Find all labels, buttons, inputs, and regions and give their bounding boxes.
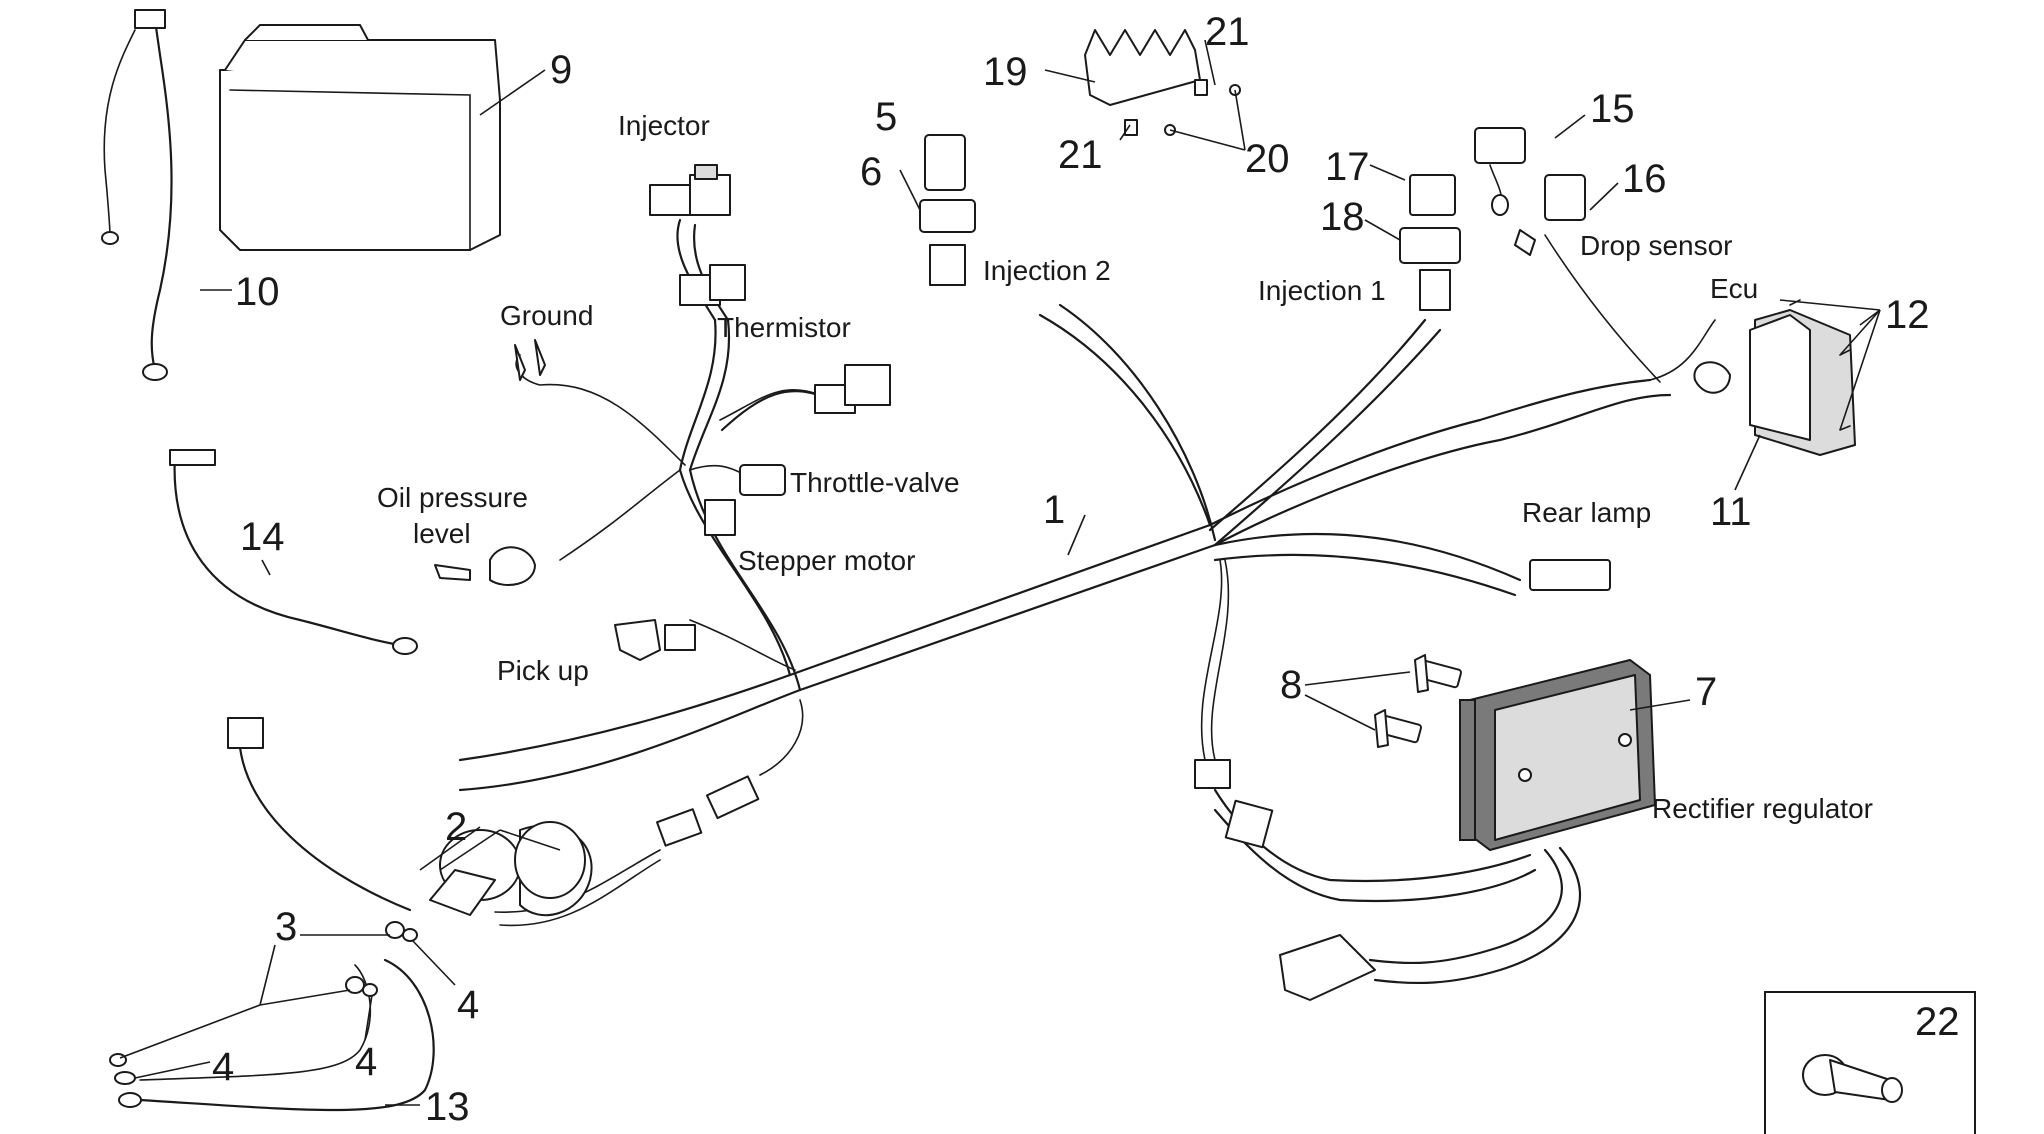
label-pick-up: Pick up xyxy=(497,655,589,686)
label-throttle-valve: Throttle-valve xyxy=(790,467,960,498)
callout-21-lower: 21 xyxy=(1058,133,1103,177)
callout-1: 1 xyxy=(1043,488,1065,532)
callout-22: 22 xyxy=(1915,1000,1960,1044)
stepper-motor-connector xyxy=(704,499,736,536)
ground-lead xyxy=(169,449,418,655)
label-ground: Ground xyxy=(500,300,593,331)
callout-4-left: 4 xyxy=(212,1045,234,1089)
callout-2: 2 xyxy=(445,805,467,849)
throttle-valve-connector xyxy=(739,464,786,496)
callout-5: 5 xyxy=(875,95,897,139)
label-rear-lamp: Rear lamp xyxy=(1522,497,1651,528)
leader-lines xyxy=(119,39,1881,1106)
starter-relay xyxy=(429,821,593,917)
callout-11: 11 xyxy=(1710,490,1752,534)
component-labels: Injector Thermistor Ground Throttle-valv… xyxy=(377,110,1873,824)
starter-leads xyxy=(109,717,435,1112)
label-thermistor: Thermistor xyxy=(717,312,851,343)
inset-box xyxy=(1764,991,1976,1134)
callout-18: 18 xyxy=(1320,195,1365,239)
thermistor-connector xyxy=(679,264,746,306)
callout-7: 7 xyxy=(1695,670,1717,714)
injector-connector xyxy=(649,164,731,216)
callout-13: 13 xyxy=(425,1085,470,1129)
label-injector: Injector xyxy=(618,110,710,141)
callout-6: 6 xyxy=(860,150,882,194)
callout-4-right: 4 xyxy=(457,983,479,1027)
callout-16: 16 xyxy=(1622,157,1667,201)
callout-14: 14 xyxy=(240,515,285,559)
callout-8: 8 xyxy=(1280,663,1302,707)
oil-pressure-sensor xyxy=(434,546,536,586)
callout-10: 10 xyxy=(235,270,280,314)
label-injection-1: Injection 1 xyxy=(1258,275,1386,306)
label-ecu: Ecu xyxy=(1710,273,1758,304)
label-injection-2: Injection 2 xyxy=(983,255,1111,286)
callout-numbers: 1 2 3 4 4 4 5 6 7 8 9 10 11 12 13 14 15 … xyxy=(212,10,1960,1129)
relay-injection-2 xyxy=(919,134,976,286)
callout-15: 15 xyxy=(1590,87,1635,131)
relay-injection-1 xyxy=(1399,174,1461,311)
label-oil-pressure-line1: Oil pressure xyxy=(377,482,528,513)
ground-terminals xyxy=(514,339,546,381)
rectifier-regulator xyxy=(1194,654,1657,1001)
callout-19: 19 xyxy=(983,50,1028,94)
ecu xyxy=(1693,299,1856,456)
pick-up-sensor xyxy=(614,619,696,661)
callout-21-upper: 21 xyxy=(1205,10,1250,54)
battery xyxy=(219,24,501,251)
label-rectifier-regulator: Rectifier regulator xyxy=(1652,793,1873,824)
battery-lead xyxy=(101,9,173,381)
callout-3-upper: 3 xyxy=(275,905,297,949)
label-drop-sensor: Drop sensor xyxy=(1580,230,1733,261)
callout-20: 20 xyxy=(1245,137,1290,181)
label-oil-pressure-line2: level xyxy=(413,518,471,549)
callout-4-middle: 4 xyxy=(355,1040,377,1084)
callout-17: 17 xyxy=(1325,145,1370,189)
rear-lamp-connector xyxy=(1529,559,1611,591)
callout-9: 9 xyxy=(550,48,572,92)
sensor-connector-right xyxy=(814,364,891,414)
drop-sensor xyxy=(1474,127,1586,256)
label-stepper-motor: Stepper motor xyxy=(738,545,915,576)
lower-connectors xyxy=(656,775,760,847)
callout-12: 12 xyxy=(1885,293,1930,337)
